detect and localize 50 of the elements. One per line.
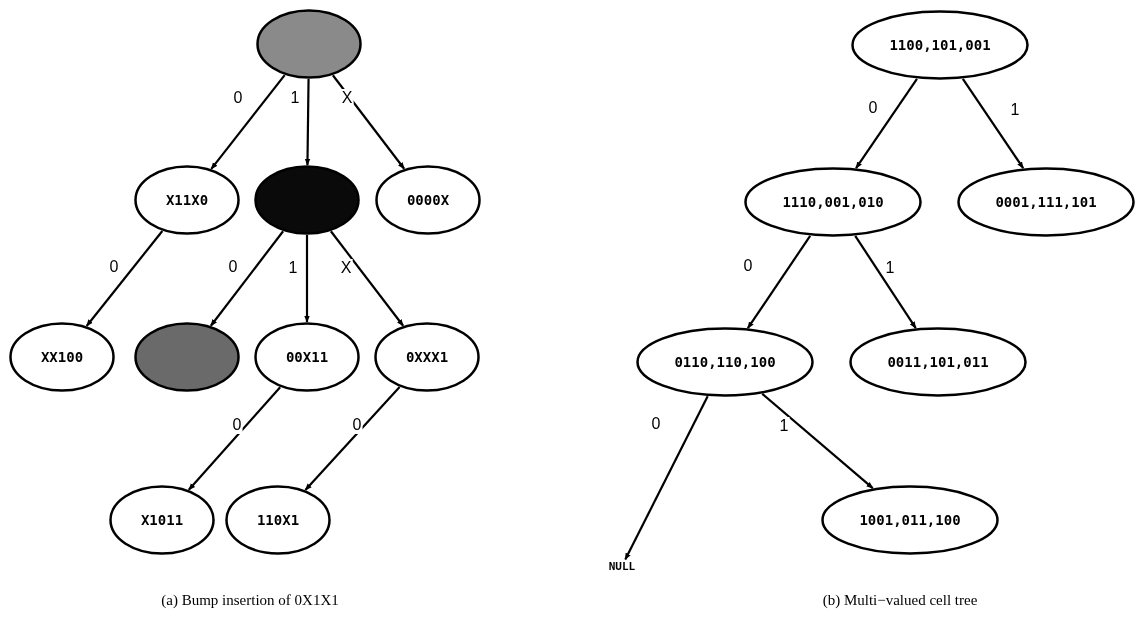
tree-node (254, 165, 360, 235)
node-label: 110X1 (256, 512, 300, 528)
node-label: 0011,101,011 (887, 354, 989, 370)
tree-node (375, 165, 481, 235)
node-label: 1110,001,010 (782, 194, 884, 210)
tree-node (109, 485, 215, 555)
node-label: 0000X (406, 192, 450, 208)
node-label: 0110,110,100 (674, 354, 776, 370)
node-label: X1011 (140, 512, 184, 528)
arrow (210, 230, 284, 327)
arrow (761, 392, 874, 490)
tree-node (134, 322, 240, 392)
caption: (b) Multi−valued cell tree (822, 592, 978, 609)
node-label: X11X0 (165, 192, 209, 208)
tree-node (636, 327, 814, 397)
edge-label: X (340, 89, 354, 107)
node-label: 00X11 (285, 349, 329, 365)
arrow (304, 386, 401, 491)
tree-node (256, 9, 362, 79)
node-label: 1100,101,001 (889, 37, 991, 53)
tree-node (851, 10, 1029, 80)
arrow (304, 235, 310, 323)
tree-node (849, 327, 1027, 397)
tree-node (821, 485, 999, 555)
node-label: XX100 (40, 349, 84, 365)
null-label: NULL (608, 559, 636, 573)
node-label: 0001,111,101 (995, 194, 1097, 210)
arrow (961, 78, 1025, 169)
tree-node (254, 322, 360, 392)
node-label: 1001,011,100 (859, 512, 961, 528)
arrow (210, 74, 286, 170)
tree-node (374, 322, 480, 392)
tree-node (744, 167, 922, 237)
arrow (746, 235, 812, 329)
arrow (624, 395, 709, 561)
arrow (855, 78, 918, 169)
caption: (a) Bump insertion of 0X1X1 (161, 592, 339, 609)
tree-node (957, 167, 1135, 237)
edge-label: 0 (351, 416, 363, 434)
arrow (304, 79, 311, 166)
tree-node (225, 485, 331, 555)
tree-node (9, 322, 115, 392)
node-label: 0XXX1 (405, 349, 449, 365)
arrow (854, 235, 917, 329)
arrow (188, 386, 281, 491)
edge-label: 0 (231, 416, 243, 434)
tree-node (134, 165, 240, 235)
arrow (330, 230, 404, 327)
arrow (331, 74, 406, 170)
arrow (85, 230, 164, 327)
